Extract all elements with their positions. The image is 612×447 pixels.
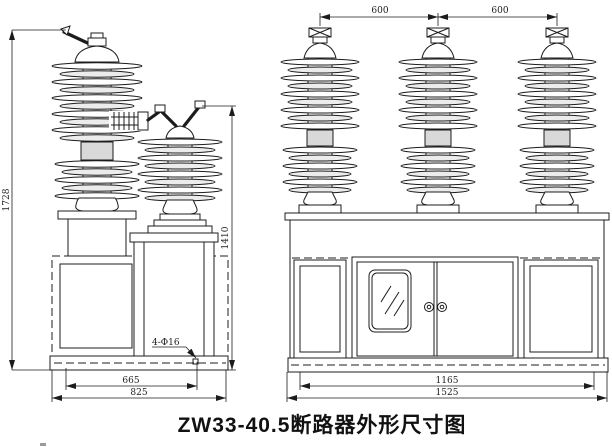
door-knob-right[interactable] <box>438 303 447 312</box>
door-knob-left[interactable] <box>425 303 434 312</box>
terminal-prong-right <box>184 107 199 126</box>
door-split-line <box>434 262 437 356</box>
screen-artifact <box>40 443 46 446</box>
dim-text-1525: 1525 <box>436 388 459 398</box>
dim-text-600-left: 600 <box>371 6 388 16</box>
jumper-lug <box>61 26 70 35</box>
side-rear-pole <box>52 26 142 256</box>
dim-text-665: 665 <box>122 376 139 386</box>
dim-front-base-width: 1525 <box>287 372 607 402</box>
dim-side-hole-span: 665 <box>66 362 197 390</box>
hole-label-text: 4-Φ16 <box>152 338 180 348</box>
bent-conductor <box>148 112 159 120</box>
mounting-hole <box>193 359 198 364</box>
dim-text-1728: 1728 <box>2 188 12 211</box>
dim-text-600-right: 600 <box>491 6 508 16</box>
side-front-pole <box>138 101 222 233</box>
dim-side-pole-height: 1410 <box>202 106 236 370</box>
side-mid-bushing <box>109 111 159 131</box>
dim-text-1410: 1410 <box>221 226 231 249</box>
front-base-channel <box>288 358 608 372</box>
phase-column-middle <box>398 27 478 214</box>
inspection-window <box>369 270 411 332</box>
terminal-prong-left <box>161 111 176 126</box>
dim-front-phase-spacing: 600 600 <box>320 6 557 26</box>
front-view: 600 600 1165 1525 <box>280 6 609 402</box>
dim-side-base-width: 825 <box>52 370 226 402</box>
phase-column-right <box>517 27 597 214</box>
dim-text-825: 825 <box>130 388 147 398</box>
side-mounting-hole-note: 4-Φ16 <box>152 338 198 364</box>
phase-column-left <box>280 27 360 214</box>
drawing-title: ZW33-40.5断路器外形尺寸图 <box>178 413 467 437</box>
side-cabinet <box>50 233 228 370</box>
side-view: 1728 1410 4-Φ16 665 825 <box>2 26 236 402</box>
dim-front-hole-span: 1165 <box>300 372 594 390</box>
dim-text-1165: 1165 <box>436 376 459 386</box>
dim-side-total-height: 1728 <box>2 30 66 370</box>
